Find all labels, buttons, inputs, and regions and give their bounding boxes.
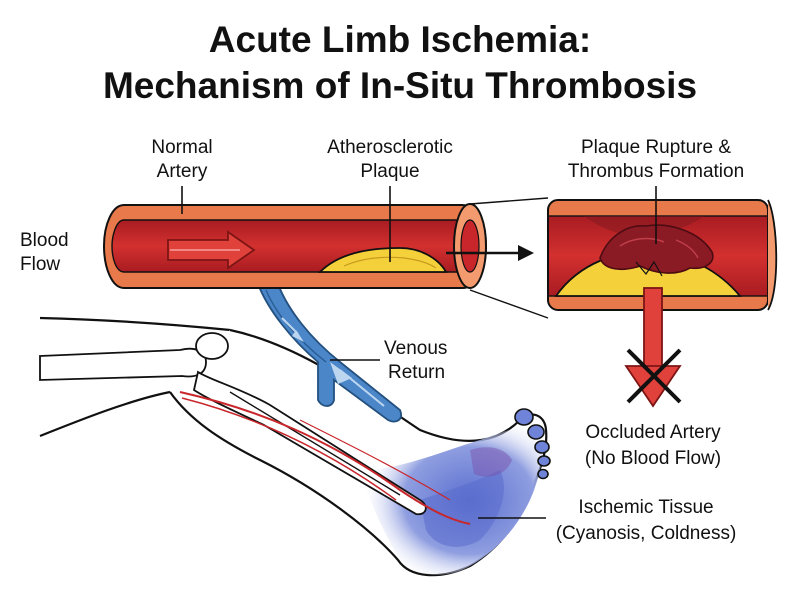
svg-text:Ischemic Tissue: Ischemic Tissue (578, 497, 713, 518)
label-occluded: Occluded Artery (No Blood Flow) (585, 422, 721, 469)
title-line-1: Acute Limb Ischemia: (209, 19, 591, 60)
thrombus (599, 224, 714, 274)
svg-text:Artery: Artery (157, 161, 208, 182)
plaque (317, 247, 448, 273)
svg-text:Venous: Venous (384, 338, 447, 359)
progression-arrow (446, 245, 534, 261)
svg-text:Plaque: Plaque (360, 161, 419, 182)
toes (514, 408, 551, 480)
zoom-segment (547, 199, 778, 311)
label-ischemic: Ischemic Tissue (Cyanosis, Coldness) (478, 497, 736, 544)
svg-text:Atherosclerotic: Atherosclerotic (327, 137, 453, 158)
label-rupture: Plaque Rupture & Thrombus Formation (568, 137, 744, 244)
svg-text:Thrombus Formation: Thrombus Formation (568, 161, 744, 182)
leg (39, 316, 551, 577)
label-blood-flow: Blood Flow (20, 230, 69, 275)
svg-text:Plaque Rupture &: Plaque Rupture & (581, 137, 731, 158)
artery-tube (102, 203, 488, 289)
title-line-2: Mechanism of In-Situ Thrombosis (103, 65, 697, 106)
svg-text:(Cyanosis, Coldness): (Cyanosis, Coldness) (556, 523, 737, 544)
svg-text:Normal: Normal (151, 137, 212, 158)
vein (256, 283, 402, 423)
label-plaque: Atherosclerotic Plaque (327, 137, 453, 262)
svg-text:Flow: Flow (20, 254, 60, 275)
svg-text:Return: Return (388, 362, 445, 383)
svg-text:Blood: Blood (20, 230, 69, 251)
svg-text:(No Blood Flow): (No Blood Flow) (585, 448, 721, 469)
leg-bones (39, 332, 427, 516)
label-normal-artery: Normal Artery (151, 137, 213, 214)
zoom-line-top (469, 197, 549, 205)
label-venous-return: Venous Return (330, 338, 447, 383)
occlusion-arrow (624, 287, 682, 408)
svg-text:Occluded Artery: Occluded Artery (585, 422, 721, 443)
zoom-line-bottom (469, 289, 549, 319)
